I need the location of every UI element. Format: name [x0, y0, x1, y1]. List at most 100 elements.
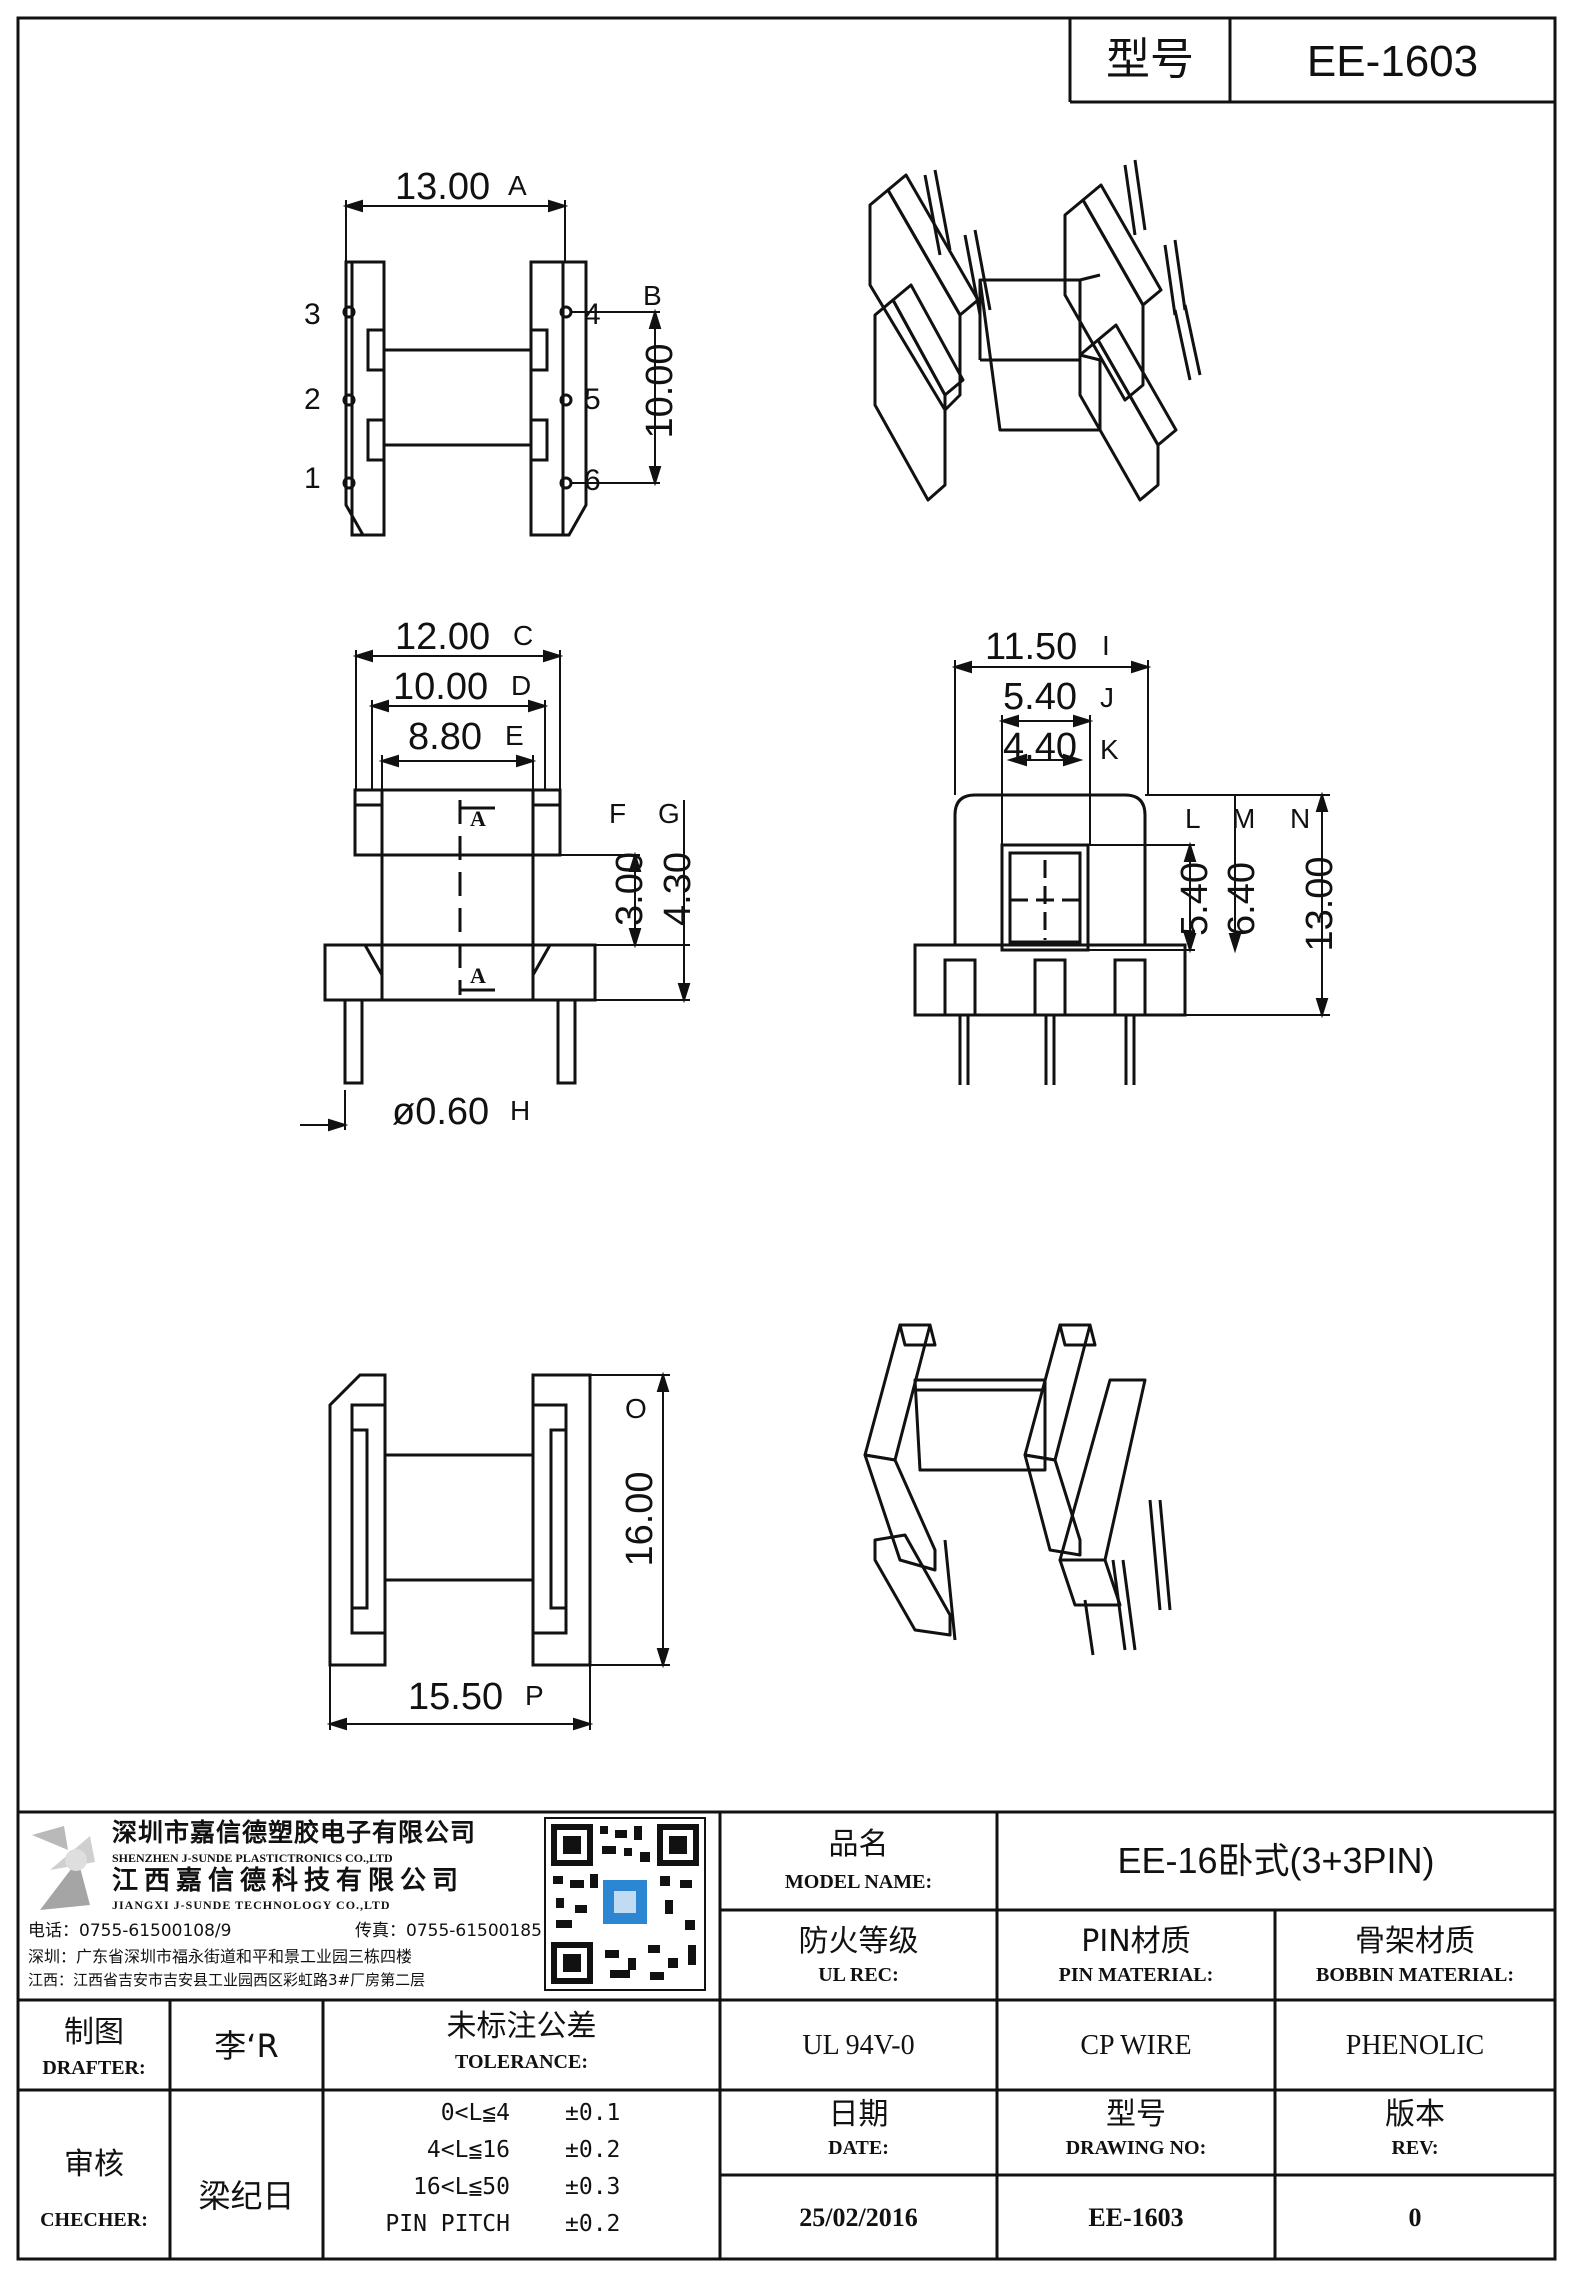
tolerance-row: 16<L≦50 ±0.3 [370, 2174, 690, 2211]
drafter-label-en: DRAFTER: [42, 2057, 146, 2079]
header-model-value: EE-1603 [1306, 37, 1479, 86]
drafter-value: 李‘R [214, 2027, 279, 2065]
dim-c-value: 12.00 [395, 616, 491, 658]
dim-g-value: 4.30 [657, 852, 699, 926]
top-view-dimensions [342, 199, 662, 487]
dim-b-value: 10.00 [639, 343, 681, 439]
pin-label-6: 6 [584, 464, 601, 497]
company-name-sz-en: SHENZHEN J-SUNDE PLASTICTRONICS CO.,LTD [112, 1851, 393, 1865]
dim-k-tag: K [1100, 734, 1119, 765]
date-label-cn: 日期 [828, 2097, 889, 2132]
dim-o-tag: O [625, 1393, 647, 1424]
checker-label-cn: 审核 [64, 2147, 124, 2182]
dim-f-value: 3.00 [609, 852, 651, 926]
drawing-no-value: EE-1603 [1088, 2203, 1184, 2232]
pin-hole [559, 393, 573, 407]
dim-h-value: ø0.60 [392, 1091, 490, 1133]
iso-view-top [868, 159, 1202, 502]
tolerance-label-en: TOLERANCE: [455, 2051, 588, 2073]
pin-label-2: 2 [304, 383, 321, 416]
company-name-jx: 江西嘉信德科技有限公司 [112, 1866, 465, 1896]
date-label-en: DATE: [828, 2137, 889, 2159]
iso-view-bottom [863, 1323, 1172, 1656]
header-box [1068, 18, 1555, 104]
dim-l-tag: L [1185, 803, 1201, 834]
drafter-label-cn: 制图 [64, 2015, 124, 2050]
dim-j-tag: J [1100, 682, 1114, 713]
dim-i-tag: I [1102, 630, 1110, 661]
checker-label-en: CHECHER: [40, 2209, 148, 2231]
tolerance-row: 4<L≦16 ±0.2 [370, 2137, 690, 2174]
pin-material-label-cn: PIN材质 [1081, 1924, 1191, 1959]
dim-a-tag: A [508, 170, 527, 201]
pin-label-5: 5 [584, 383, 601, 416]
qr-code [544, 1817, 706, 1991]
front-view [323, 788, 597, 1085]
bobbin-material-label-cn: 骨架材质 [1355, 1924, 1475, 1959]
outer-border [16, 16, 1557, 2261]
dim-h-tag: H [510, 1095, 531, 1126]
company-address-jx: 江西：江西省吉安市吉安县工业园西区彩虹路3#厂房第二层 [28, 1971, 426, 1989]
model-name-value: EE-16卧式(3+3PIN) [1117, 1840, 1435, 1881]
ul-label-cn: 防火等级 [798, 1924, 919, 1959]
dim-b-tag: B [643, 280, 662, 311]
tolerance-row: PIN PITCH ±0.2 [370, 2211, 690, 2248]
model-name-label-cn: 品名 [828, 1827, 889, 1862]
dim-d-value: 10.00 [393, 666, 489, 708]
tolerance-row: 0<L≦4 ±0.1 [370, 2100, 690, 2137]
tolerance-range: 4<L≦16 [426, 2137, 510, 2163]
header-model-label: 型号 [1106, 34, 1194, 85]
section-mark-bottom: A [470, 963, 486, 988]
rev-label-en: REV: [1391, 2137, 1439, 2159]
dim-i-value: 11.50 [985, 626, 1078, 668]
pin-hole [342, 476, 356, 490]
rev-label-cn: 版本 [1385, 2097, 1445, 2132]
tolerance-value: ±0.2 [565, 2211, 621, 2237]
dim-e-value: 8.80 [408, 716, 482, 758]
dim-g-tag: G [658, 798, 680, 829]
rev-value: 0 [1408, 2203, 1422, 2232]
pin-material-value: CP WIRE [1080, 2030, 1192, 2061]
dim-n-value: 13.00 [1299, 856, 1341, 952]
tolerance-value: ±0.2 [565, 2137, 621, 2163]
dim-a-value: 13.00 [395, 166, 491, 208]
front-view-dimensions [300, 649, 691, 1132]
dim-m-value: 6.40 [1221, 862, 1263, 936]
pin-label-4: 4 [584, 298, 601, 331]
bobbin-material-label-en: BOBBIN MATERIAL: [1316, 1964, 1514, 1986]
pin-hole [559, 305, 573, 319]
dim-o-value: 16.00 [619, 1471, 661, 1567]
dim-j-value: 5.40 [1003, 676, 1077, 718]
dim-m-tag: M [1232, 803, 1256, 834]
bottom-view [328, 1373, 592, 1667]
company-logo [32, 1826, 95, 1910]
dim-c-tag: C [513, 620, 534, 651]
title-block-grid [18, 1810, 1555, 2259]
dim-k-value: 4.40 [1003, 726, 1077, 768]
section-mark-top: A [470, 806, 486, 831]
ul-label-en: UL REC: [818, 1964, 899, 1986]
company-fax: 传真：0755-61500185 [355, 1921, 542, 1941]
dim-p-value: 15.50 [408, 1676, 504, 1718]
date-value: 25/02/2016 [799, 2203, 918, 2232]
tolerance-label-cn: 未标注公差 [446, 2009, 597, 2044]
model-name-label-en: MODEL NAME: [784, 1871, 933, 1893]
drawing-no-label-cn: 型号 [1106, 2097, 1166, 2132]
tolerance-range: 16<L≦50 [413, 2174, 510, 2200]
company-name-sz: 深圳市嘉信德塑胶电子有限公司 [112, 1818, 477, 1847]
drawing-no-label-en: DRAWING NO: [1065, 2137, 1207, 2159]
tolerance-range: PIN PITCH [385, 2211, 510, 2237]
company-name-jx-en: JIANGXI J-SUNDE TECHNOLOGY CO.,LTD [112, 1898, 391, 1912]
top-view [342, 260, 588, 537]
pin-material-label-en: PIN MATERIAL: [1058, 1964, 1214, 1986]
company-address-sz: 深圳：广东省深圳市福永街道和平和景工业园三栋四楼 [28, 1947, 413, 1966]
bottom-view-dimensions [326, 1371, 670, 1731]
pin-hole [342, 393, 356, 407]
dim-p-tag: P [525, 1680, 544, 1711]
company-phone: 电话：0755-61500108/9 [28, 1921, 232, 1941]
dim-n-tag: N [1290, 803, 1311, 834]
tolerance-value: ±0.3 [565, 2174, 621, 2200]
pin-hole [342, 305, 356, 319]
